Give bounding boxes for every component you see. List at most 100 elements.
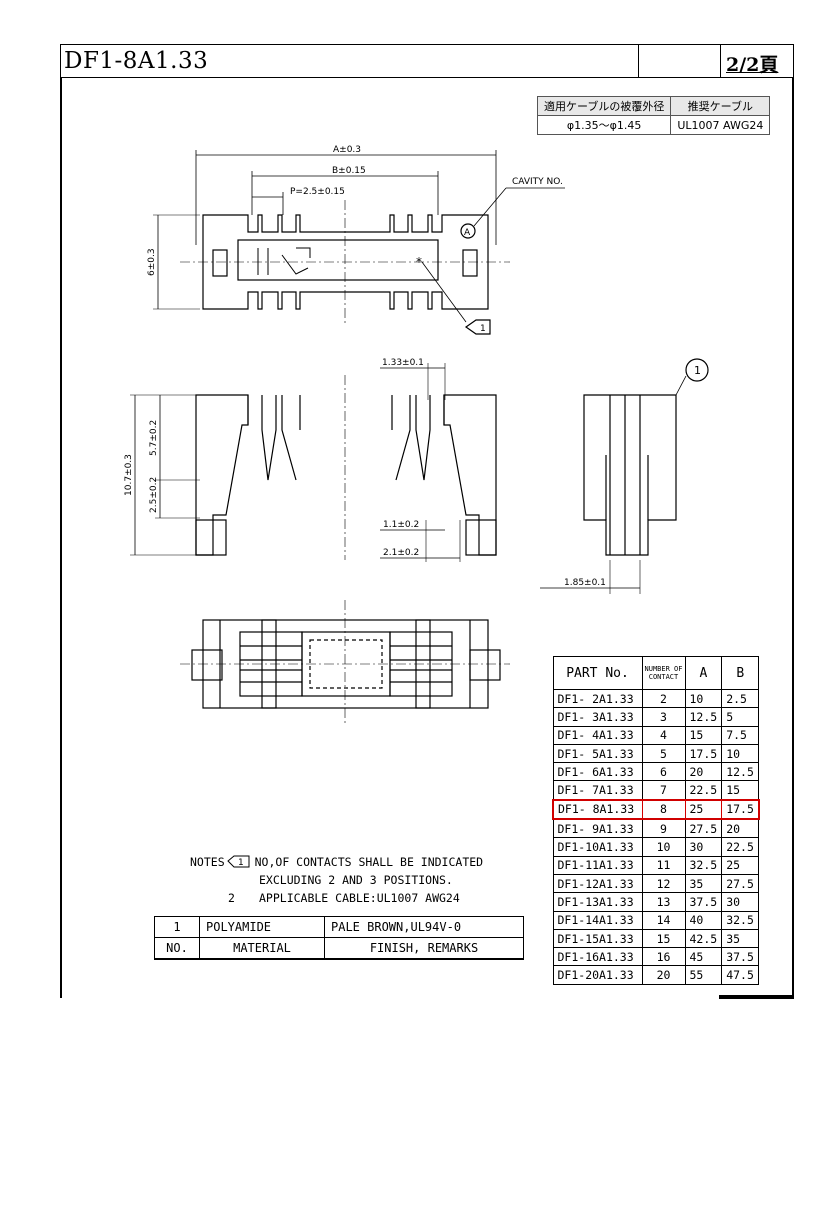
b-cell: 27.5	[721, 873, 760, 894]
part-cell: DF1-10A1.33	[552, 837, 643, 857]
note-callout-1: 1	[480, 324, 486, 334]
b-cell: 17.5	[721, 798, 760, 821]
side-view	[540, 358, 709, 594]
dim-6: 6±0.3	[147, 248, 157, 276]
part-cell: DF1-14A1.33	[552, 910, 643, 930]
frame-left	[60, 78, 62, 998]
a-cell: 35	[684, 873, 723, 894]
part-cell: DF1-11A1.33	[552, 855, 643, 875]
a-cell: 10	[684, 688, 723, 709]
b-cell: 12.5	[721, 762, 760, 782]
contacts-cell: 13	[641, 892, 686, 912]
a-cell: 30	[684, 837, 723, 857]
b-cell: 30	[721, 892, 760, 912]
a-cell: 40	[684, 910, 723, 930]
a-cell: 12.5	[684, 707, 723, 727]
cable-spec-cable: UL1007 AWG24	[670, 115, 771, 135]
note-2-number: 2	[228, 891, 235, 905]
material-name: POLYAMIDE	[199, 916, 325, 938]
cable-spec-table: 適用ケーブルの被覆外径 推奨ケーブル φ1.35〜φ1.45 UL1007 AW…	[536, 96, 771, 135]
note-2-line: APPLICABLE CABLE:UL1007 AWG24	[259, 891, 460, 905]
part-cell: DF1- 5A1.33	[552, 743, 643, 764]
contacts-cell: 3	[641, 707, 686, 727]
a-cell: 37.5	[684, 892, 723, 912]
drawing-title: DF1-8A1.33	[64, 48, 209, 74]
dim-185: 1.85±0.1	[564, 578, 606, 588]
a-cell: 15	[684, 725, 723, 745]
contacts-cell: 8	[641, 798, 686, 821]
frame-right	[792, 78, 794, 998]
dim-25: 2.5±0.2	[149, 477, 159, 513]
material-finish: PALE BROWN,UL94V-0	[324, 916, 524, 938]
b-cell: 22.5	[721, 837, 760, 857]
a-cell: 32.5	[684, 855, 723, 875]
part-cell: DF1-15A1.33	[552, 928, 643, 949]
b-cell: 7.5	[721, 725, 760, 745]
contacts-cell: 7	[641, 780, 686, 801]
front-view	[130, 363, 497, 562]
b-cell: 10	[721, 743, 760, 764]
contacts-cell: 2	[641, 688, 686, 709]
note-1-marker: 1	[225, 853, 250, 868]
bottom-view	[180, 600, 510, 725]
dim-p: P=2.5±0.15	[290, 187, 345, 197]
part-cell: DF1-16A1.33	[552, 947, 643, 967]
notes-label: NOTES	[190, 855, 225, 869]
note-1-number: 1	[238, 858, 244, 868]
a-cell: 25	[684, 798, 723, 821]
b-cell: 2.5	[721, 688, 760, 709]
b-cell: 37.5	[721, 947, 760, 967]
part-header-b: B	[721, 656, 760, 690]
dim-133: 1.33±0.1	[382, 358, 424, 368]
page-cell	[720, 44, 794, 78]
a-cell: 17.5	[684, 743, 723, 764]
contacts-cell: 20	[641, 965, 686, 985]
dim-21: 2.1±0.2	[383, 548, 419, 558]
part-header-contacts: NUMBER OF CONTACT	[641, 656, 686, 690]
a-cell: 27.5	[684, 818, 723, 839]
b-cell: 20	[721, 818, 760, 839]
dim-a: A±0.3	[333, 145, 361, 155]
dim-b: B±0.15	[332, 166, 366, 176]
part-cell: DF1- 9A1.33	[552, 818, 643, 839]
balloon-1: 1	[694, 364, 701, 377]
dim-11: 1.1±0.2	[383, 520, 419, 530]
material-header-finish: FINISH, REMARKS	[324, 937, 524, 960]
top-view	[153, 150, 565, 335]
contacts-cell: 16	[641, 947, 686, 967]
part-header-part: PART No.	[552, 656, 643, 690]
title-blank-cell	[638, 44, 720, 78]
material-header-no: NO.	[154, 937, 200, 960]
note-1-line-2: EXCLUDING 2 AND 3 POSITIONS.	[259, 873, 453, 887]
a-cell: 42.5	[684, 928, 723, 949]
part-cell: DF1- 7A1.33	[552, 780, 643, 801]
part-cell: DF1-20A1.33	[552, 965, 643, 985]
contacts-cell: 15	[641, 928, 686, 949]
a-cell: 45	[684, 947, 723, 967]
contacts-cell: 9	[641, 818, 686, 839]
material-header-material: MATERIAL	[199, 937, 325, 960]
star-mark: *	[416, 255, 422, 269]
part-cell: DF1-13A1.33	[552, 892, 643, 912]
b-cell: 25	[721, 855, 760, 875]
contacts-cell: 4	[641, 725, 686, 745]
part-number-table: PART No. NUMBER OF CONTACT A B DF1- 2A1.…	[552, 656, 760, 985]
a-cell: 22.5	[684, 780, 723, 801]
part-cell: DF1- 3A1.33	[552, 707, 643, 727]
contacts-cell: 6	[641, 762, 686, 782]
